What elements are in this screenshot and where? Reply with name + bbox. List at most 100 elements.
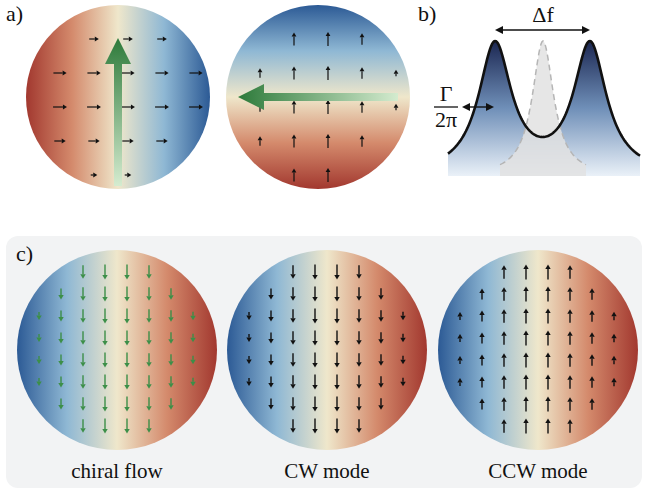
field-arrowhead bbox=[334, 319, 339, 324]
field-arrow bbox=[358, 309, 359, 318]
field-arrowhead bbox=[567, 287, 572, 292]
field-arrow bbox=[126, 265, 127, 275]
field-arrowhead bbox=[63, 105, 67, 110]
field-arrowhead bbox=[400, 360, 405, 365]
field-arrow bbox=[192, 356, 193, 360]
field-arrowhead bbox=[127, 173, 131, 178]
field-arrowhead bbox=[589, 376, 594, 381]
field-arrow bbox=[569, 380, 570, 389]
field-arrowhead bbox=[290, 318, 295, 323]
field-arrowhead bbox=[93, 173, 97, 178]
field-arrow bbox=[481, 315, 482, 322]
field-arrow bbox=[327, 104, 328, 114]
field-arrow bbox=[87, 106, 97, 107]
linewidth-arrow bbox=[468, 106, 488, 107]
field-arrow bbox=[327, 70, 328, 80]
field-arrowhead bbox=[268, 339, 273, 344]
field-arrowhead bbox=[312, 275, 317, 280]
field-arrow bbox=[459, 360, 460, 364]
field-arrowhead bbox=[501, 331, 506, 336]
field-arrow bbox=[525, 401, 526, 411]
vector-field bbox=[258, 32, 399, 182]
field-arrowhead bbox=[36, 382, 41, 387]
field-arrow bbox=[547, 335, 548, 345]
field-arrow bbox=[358, 397, 359, 406]
field-arrow bbox=[293, 70, 294, 79]
field-arrow bbox=[104, 397, 105, 407]
field-arrowhead bbox=[102, 429, 107, 434]
field-arrow bbox=[314, 265, 315, 275]
field-arrow bbox=[270, 310, 271, 317]
field-arrow bbox=[270, 376, 271, 383]
field-arrowhead bbox=[36, 316, 41, 321]
field-arrowhead bbox=[102, 297, 107, 302]
panel-caption: CCW mode bbox=[488, 460, 587, 483]
field-arrow bbox=[525, 379, 526, 389]
field-arrowhead bbox=[268, 383, 273, 388]
field-arrow bbox=[361, 139, 362, 146]
field-arrowhead bbox=[334, 341, 339, 346]
field-arrowhead bbox=[501, 419, 506, 424]
field-arrow bbox=[591, 293, 592, 300]
field-arrow bbox=[380, 354, 381, 361]
field-arrowhead bbox=[545, 397, 550, 402]
field-arrowhead bbox=[246, 316, 251, 321]
field-arrow bbox=[569, 402, 570, 411]
field-arrowhead bbox=[80, 296, 85, 301]
field-arrow bbox=[82, 419, 83, 428]
field-arrow bbox=[38, 312, 39, 316]
field-arrowhead bbox=[523, 265, 528, 270]
field-arrowhead bbox=[165, 71, 169, 76]
linewidth-denominator: 2π bbox=[435, 108, 457, 132]
field-arrowhead bbox=[80, 362, 85, 367]
field-arrow bbox=[60, 288, 61, 295]
field-arrow bbox=[358, 265, 359, 274]
field-arrowhead bbox=[360, 101, 365, 105]
field-arrowhead bbox=[129, 37, 133, 42]
field-arrowhead bbox=[501, 309, 506, 314]
field-arrowhead bbox=[400, 382, 405, 387]
field-arrow bbox=[60, 354, 61, 361]
field-arrow bbox=[248, 356, 249, 360]
field-arrowhead bbox=[124, 385, 129, 390]
field-arrowhead bbox=[501, 287, 506, 292]
field-arrowhead bbox=[501, 265, 506, 270]
field-arrow bbox=[125, 174, 128, 175]
field-arrow bbox=[292, 397, 293, 406]
field-arrowhead bbox=[168, 317, 173, 322]
field-arrow bbox=[402, 312, 403, 316]
field-arrow bbox=[314, 419, 315, 429]
field-arrow bbox=[148, 397, 149, 406]
mode-disk bbox=[226, 5, 410, 189]
field-arrowhead bbox=[378, 383, 383, 388]
panel-background bbox=[6, 236, 642, 488]
field-arrow bbox=[148, 287, 149, 296]
field-arrow bbox=[104, 331, 105, 341]
field-arrowhead bbox=[523, 397, 528, 402]
field-arrow bbox=[336, 375, 337, 385]
field-arrow bbox=[148, 353, 149, 362]
field-arrow bbox=[459, 316, 460, 320]
field-arrowhead bbox=[164, 139, 168, 144]
field-arrowhead bbox=[124, 363, 129, 368]
field-arrow bbox=[314, 309, 315, 319]
field-arrowhead bbox=[356, 340, 361, 345]
field-arrowhead bbox=[567, 419, 572, 424]
field-arrow bbox=[402, 356, 403, 360]
field-arrow bbox=[358, 419, 359, 428]
field-arrowhead bbox=[334, 385, 339, 390]
field-arrow bbox=[503, 292, 504, 301]
field-arrow bbox=[547, 423, 548, 433]
field-arrow bbox=[395, 108, 396, 111]
field-arrowhead bbox=[356, 296, 361, 301]
field-arrowhead bbox=[168, 295, 173, 300]
field-arrow bbox=[155, 72, 164, 73]
field-arrow bbox=[314, 287, 315, 297]
field-arrow bbox=[170, 310, 171, 317]
field-arrow bbox=[503, 336, 504, 345]
field-arrow bbox=[336, 309, 337, 319]
field-arrow bbox=[82, 265, 83, 274]
field-arrowhead bbox=[124, 429, 129, 434]
field-arrowhead bbox=[146, 362, 151, 367]
